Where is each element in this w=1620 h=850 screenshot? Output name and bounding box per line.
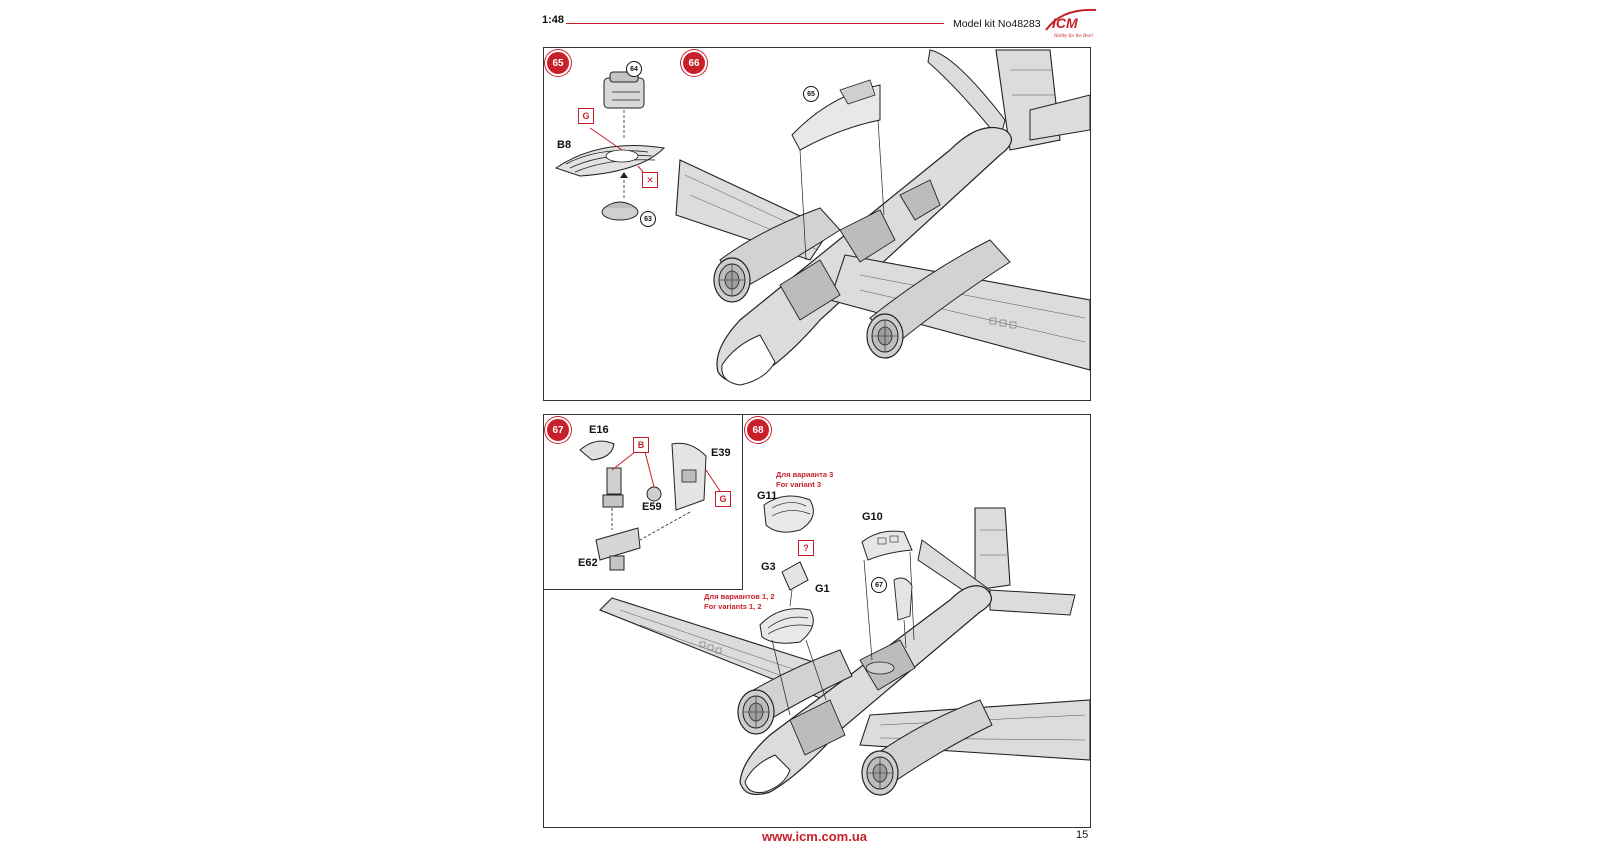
variant3-ru: Для варианта 3 <box>776 470 834 479</box>
part-ref-65: 65 <box>803 86 819 102</box>
variants12-en: For variants 1, 2 <box>704 601 762 611</box>
step67-drawing <box>579 440 723 571</box>
paint-box-g-67: G <box>715 491 731 507</box>
glue-icon: ✕ <box>642 172 658 188</box>
variant3-note: Для варианта 3 For variant 3 <box>776 470 833 489</box>
icm-logo: ICM Hobby for the Best! <box>1042 6 1100 40</box>
page-number: 15 <box>1076 829 1089 841</box>
svg-text:Hobby for the Best!: Hobby for the Best! <box>1053 34 1094 39</box>
paint-box-b: B <box>633 437 649 453</box>
part-label-g1: G1 <box>815 583 830 595</box>
part-label-e59: E59 <box>642 501 662 513</box>
part-label-g3: G3 <box>761 561 776 573</box>
step66-aircraft <box>675 49 1091 386</box>
variant3-en: For variant 3 <box>776 479 822 489</box>
part-label-g11: G11 <box>757 490 778 502</box>
step-badge-67: 67 <box>545 417 571 443</box>
part-label-e16: E16 <box>589 424 609 436</box>
part-label-b8: B8 <box>557 139 572 151</box>
part-ref-63: 63 <box>640 211 656 227</box>
part-label-e39: E39 <box>711 447 731 459</box>
variants12-ru: Для вариантов 1, 2 <box>704 592 775 601</box>
paint-box-g: G <box>578 108 594 124</box>
scale-label: 1:48 <box>542 14 565 26</box>
step-badge-66: 66 <box>681 50 707 76</box>
part-label-e62: E62 <box>578 557 598 569</box>
footer-url[interactable]: www.icm.com.ua <box>762 829 867 844</box>
step65-drawing <box>554 71 666 221</box>
variants12-note: Для вариантов 1, 2 For variants 1, 2 <box>704 592 775 611</box>
step68-aircraft <box>599 495 1091 796</box>
kit-number: Model kit No48283 <box>953 18 1041 30</box>
step-badge-65: 65 <box>545 50 571 76</box>
svg-text:ICM: ICM <box>1052 15 1078 31</box>
header-rule <box>566 23 944 24</box>
unknown-paint-box: ? <box>798 540 814 556</box>
step-badge-68: 68 <box>745 417 771 443</box>
part-ref-64: 64 <box>626 61 642 77</box>
part-label-g10: G10 <box>862 511 883 523</box>
part-ref-67: 67 <box>871 577 887 593</box>
